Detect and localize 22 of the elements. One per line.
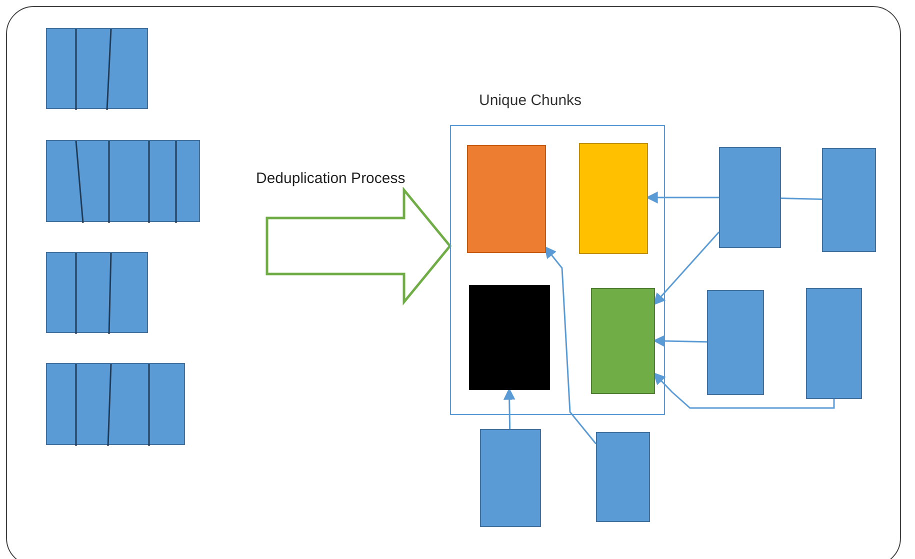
arrow bbox=[503, 388, 516, 430]
chunk-box bbox=[707, 290, 764, 395]
chunk-box bbox=[579, 143, 648, 254]
file-block-bar bbox=[46, 140, 200, 222]
connector-line bbox=[780, 198, 822, 200]
file-block-bar bbox=[46, 363, 185, 445]
file-block-bar bbox=[46, 252, 148, 333]
arrow bbox=[653, 232, 720, 306]
block-arrow bbox=[266, 186, 452, 306]
group-title: Unique Chunks bbox=[479, 92, 582, 109]
edge-label: Deduplication Process bbox=[255, 170, 406, 187]
chunk-box bbox=[467, 145, 546, 253]
arrow bbox=[544, 246, 597, 444]
chunk-box bbox=[822, 148, 876, 252]
arrow bbox=[653, 372, 835, 409]
chunk-box bbox=[469, 285, 550, 390]
chunk-box bbox=[596, 432, 650, 522]
chunk-box bbox=[806, 288, 862, 399]
chunk-box bbox=[480, 429, 541, 527]
file-block-bar bbox=[46, 28, 148, 109]
chunk-box bbox=[591, 288, 655, 394]
chunk-box bbox=[719, 147, 781, 248]
